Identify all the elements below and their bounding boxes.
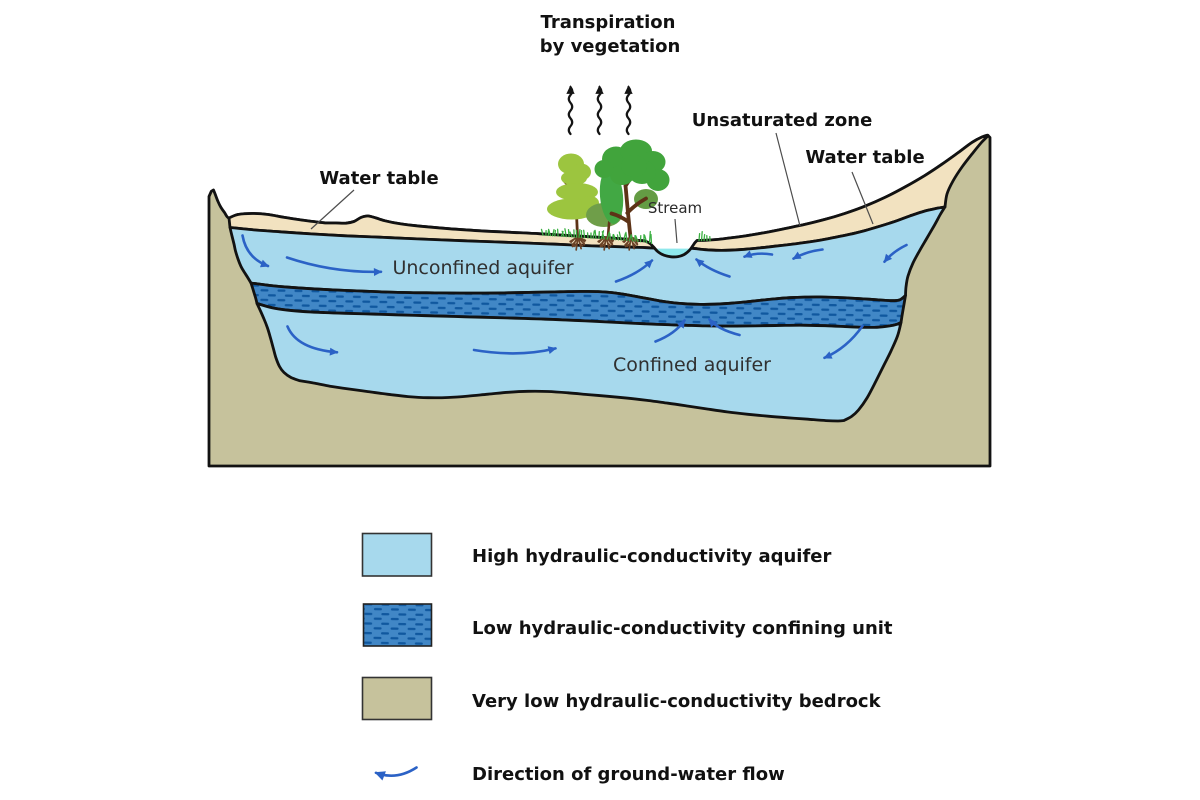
title-line-1: Transpiration	[541, 12, 676, 33]
legend-swatch-aquifer	[361, 532, 433, 577]
tree-left-canopy	[547, 153, 599, 220]
legend-label-flow-direction: Direction of ground-water flow	[472, 764, 785, 785]
leader-unsaturated-zone	[775, 132, 801, 227]
label-stream: Stream	[648, 199, 702, 217]
legend-swatch-confining-unit	[362, 603, 433, 647]
grass	[540, 228, 711, 245]
flow-arrow-lower-3	[654, 319, 686, 343]
transpiration-arrow-2	[595, 85, 604, 136]
leader-stream	[674, 218, 678, 244]
flow-arrow-lower-1	[286, 325, 339, 356]
label-water-table-left: Water table	[319, 168, 438, 189]
tree-right	[594, 139, 670, 239]
flow-arrow-upper-5	[743, 250, 774, 258]
legend-swatch-bedrock	[361, 676, 433, 721]
title-line-2: by vegetation	[540, 36, 681, 57]
vegetation	[540, 139, 711, 251]
confined-aquifer-body	[255, 302, 903, 423]
legend-flow-arrow	[374, 766, 418, 781]
label-water-table-right: Water table	[805, 147, 924, 168]
legend-item-aquifer: High hydraulic-conductivity aquifer	[361, 532, 832, 577]
legend-label-aquifer: High hydraulic-conductivity aquifer	[472, 546, 832, 567]
cross-section	[207, 133, 992, 468]
legend-item-flow-direction: Direction of ground-water flow	[374, 764, 785, 785]
flow-arrow-upper-3	[614, 259, 654, 283]
legend-item-confining-unit: Low hydraulic-conductivity confining uni…	[362, 603, 893, 647]
tree-right-canopy	[594, 139, 670, 191]
flow-arrow-lower-4	[708, 318, 741, 337]
legend-label-confining-unit: Low hydraulic-conductivity confining uni…	[472, 618, 893, 639]
diagram-labels: Transpiration by vegetation Unsaturated …	[319, 12, 924, 376]
flow-arrow-lower-5	[823, 324, 864, 360]
legend: High hydraulic-conductivity aquifer Low …	[361, 532, 893, 785]
leader-water-table-right	[851, 171, 874, 225]
label-unsaturated-zone: Unsaturated zone	[692, 110, 873, 131]
leader-water-table-left	[310, 189, 355, 230]
flow-arrow-upper-7	[883, 243, 908, 263]
transpiration-arrow-1	[566, 85, 575, 136]
legend-label-bedrock: Very low hydraulic-conductivity bedrock	[472, 691, 882, 712]
flow-arrow-lower-2	[472, 346, 557, 355]
stream-bed-line	[643, 239, 699, 259]
flow-arrow-upper-4	[695, 258, 731, 278]
tree-left	[547, 153, 599, 238]
flow-arrow-upper-6	[792, 248, 824, 260]
flow-arrow-upper-1	[241, 234, 270, 268]
legend-item-bedrock: Very low hydraulic-conductivity bedrock	[361, 676, 882, 721]
leader-lines	[310, 132, 874, 244]
transpiration-arrows	[566, 85, 633, 136]
flow-arrows	[241, 234, 908, 360]
transpiration-arrow-3	[624, 85, 633, 136]
label-confined-aquifer: Confined aquifer	[613, 354, 771, 376]
flow-arrow-upper-2	[285, 256, 383, 276]
label-unconfined-aquifer: Unconfined aquifer	[392, 257, 573, 279]
